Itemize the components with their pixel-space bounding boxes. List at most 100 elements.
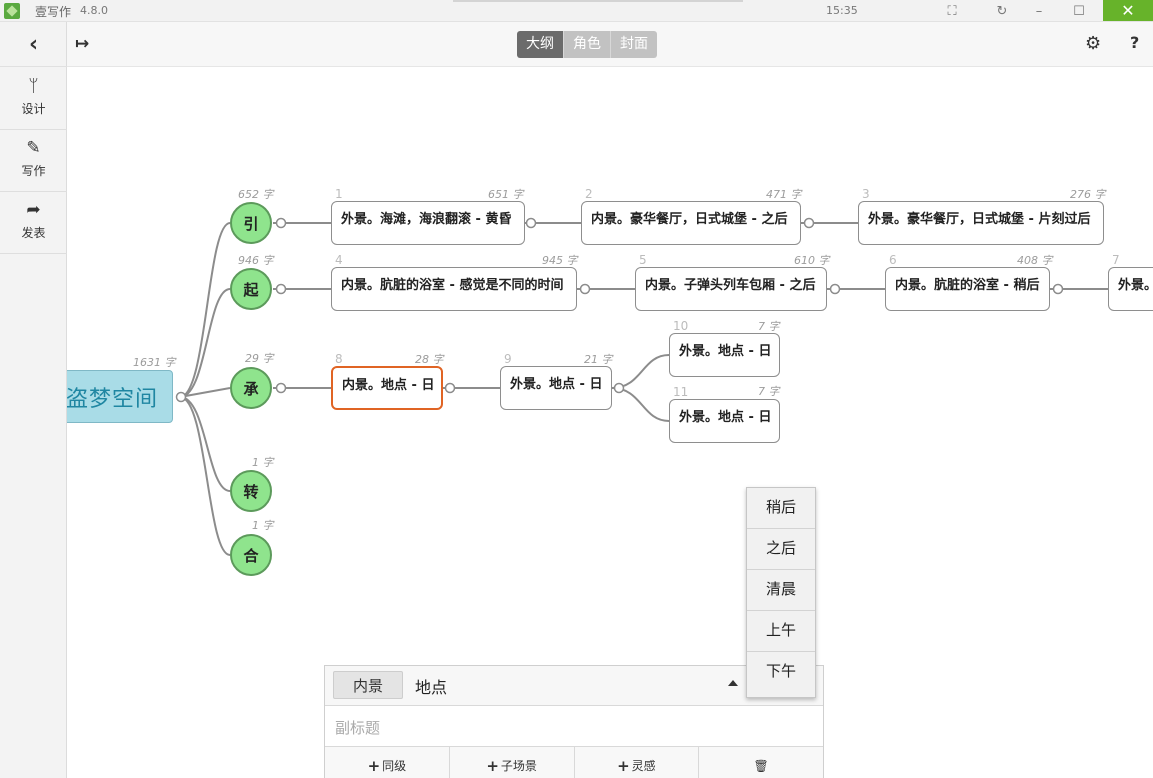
view-tabs: 大纲 角色 封面 [517, 31, 657, 58]
exit-icon[interactable]: ↦ [75, 34, 90, 54]
sidebar-item-publish[interactable]: ➦ 发表 [0, 192, 67, 254]
location-field[interactable]: 地点 [415, 678, 448, 697]
act-word-count: 1 字 [252, 519, 274, 532]
dropdown-option[interactable]: 稍后 [747, 488, 815, 529]
scene-node[interactable]: 外景。海滩，海浪翻滚 - 黄昏 [331, 201, 525, 245]
sidebar-item-label: 设计 [21, 102, 46, 116]
scene-node[interactable]: 外景。地点 - 日 [669, 333, 780, 377]
scene-index: 3 [862, 187, 870, 201]
maximize-icon[interactable]: ☐ [1073, 3, 1085, 19]
plus-icon: + [617, 756, 630, 775]
title-bar: 壹写作 4.8.0 15:35 ⛶ ↻ – ☐ ✕ [0, 0, 1153, 22]
act-node[interactable]: 起 [230, 268, 272, 310]
act-node[interactable]: 承 [230, 367, 272, 409]
pencil-icon: ✎ [26, 138, 41, 158]
sidebar-item-label: 写作 [21, 164, 46, 178]
scene-word-count: 610 字 [794, 254, 830, 267]
popup-shadow-edge [453, 0, 743, 2]
scene-index: 10 [673, 319, 689, 333]
tab-outline[interactable]: 大纲 [517, 31, 563, 58]
trash-icon: 🗑 [753, 758, 769, 773]
dropdown-option[interactable]: 下午 [765, 662, 796, 680]
scene-index: 9 [504, 352, 512, 366]
scene-node[interactable]: 内景。豪华餐厅，日式城堡 - 之后 [581, 201, 801, 245]
act-node[interactable]: 引 [230, 202, 272, 244]
root-node[interactable]: 盗梦空间 [67, 370, 173, 423]
act-word-count: 652 字 [238, 188, 274, 201]
scene-type-toggle[interactable]: 内景 [333, 671, 403, 699]
tab-cover[interactable]: 封面 [610, 31, 657, 58]
left-sidebar: ‹ ᛘ 设计 ✎ 写作 ➦ 发表 [0, 22, 67, 778]
act-word-count: 946 字 [238, 254, 274, 267]
scene-word-count: 276 字 [1070, 188, 1106, 201]
sidebar-item-design[interactable]: ᛘ 设计 [0, 68, 67, 130]
app-version: 4.8.0 [80, 4, 108, 17]
scene-node[interactable]: 内景。肮脏的浴室 - 稍后 [885, 267, 1050, 311]
scene-index: 11 [673, 385, 689, 399]
connector-lines [175, 217, 1108, 556]
scene-index: 8 [335, 352, 343, 366]
scene-word-count: 651 字 [488, 188, 524, 201]
add-child-scene-button[interactable]: +子场景 [450, 747, 575, 778]
app-logo-icon [4, 3, 20, 19]
scene-index: 4 [335, 253, 343, 267]
dropdown-option[interactable]: 上午 [747, 611, 815, 652]
dropdown-option[interactable]: 之后 [747, 529, 815, 570]
dropdown-option[interactable]: 清晨 [747, 570, 815, 611]
add-inspiration-label: 灵感 [631, 759, 656, 773]
scene-word-count: 7 字 [758, 320, 780, 333]
root-word-count: 1631 字 [133, 356, 176, 369]
scene-node[interactable]: 外景。地点 - 日 [500, 366, 612, 410]
scene-node[interactable]: 外景。地点 - 日 [669, 399, 780, 443]
scene-node[interactable]: 外景。 [1108, 267, 1153, 311]
help-button[interactable]: ? [1130, 33, 1140, 52]
share-icon: ➦ [26, 200, 41, 220]
refresh-icon[interactable]: ↻ [996, 3, 1008, 19]
scene-node[interactable]: 内景。子弹头列车包厢 - 之后 [635, 267, 827, 311]
add-sibling-button[interactable]: +同级 [325, 747, 450, 778]
sidebar-item-label: 发表 [21, 226, 46, 240]
app-name: 壹写作 [35, 5, 72, 19]
chevron-left-icon[interactable]: ‹ [0, 22, 67, 67]
scene-editor-panel: 内景 地点 副标题 +同级 +子场景 +灵感 🗑 [324, 665, 824, 778]
scene-word-count: 471 字 [766, 188, 802, 201]
scene-index: 5 [639, 253, 647, 267]
root-title: 盗梦空间 [67, 386, 159, 412]
act-word-count: 1 字 [252, 456, 274, 469]
act-node[interactable]: 转 [230, 470, 272, 512]
fullscreen-icon[interactable]: ⛶ [947, 3, 957, 19]
plus-icon: + [486, 756, 499, 775]
close-icon[interactable]: ✕ [1103, 0, 1153, 21]
scene-index: 6 [889, 253, 897, 267]
scene-index: 1 [335, 187, 343, 201]
delete-button[interactable]: 🗑 [699, 747, 823, 778]
scene-word-count: 408 字 [1017, 254, 1053, 267]
plus-icon: + [367, 756, 381, 775]
scene-word-count: 28 字 [415, 353, 444, 366]
minimize-icon[interactable]: – [1035, 3, 1043, 19]
clock: 15:35 [826, 4, 858, 17]
tab-characters[interactable]: 角色 [563, 31, 610, 58]
scene-node[interactable]: 外景。豪华餐厅，日式城堡 - 片刻过后 [858, 201, 1104, 245]
scene-word-count: 7 字 [758, 385, 780, 398]
gear-icon[interactable]: ⚙ [1085, 33, 1102, 54]
scene-word-count: 945 字 [542, 254, 578, 267]
scene-index: 7 [1112, 253, 1120, 267]
scene-word-count: 21 字 [584, 353, 613, 366]
act-word-count: 29 字 [245, 352, 274, 365]
scene-node-selected[interactable]: 内景。地点 - 日 [331, 366, 443, 410]
scene-index: 2 [585, 187, 593, 201]
header-bar: ↦ 大纲 角色 封面 ⚙ ? [67, 22, 1153, 67]
subtitle-field[interactable]: 副标题 [335, 719, 381, 737]
outline-canvas: 盗梦空间 1631 字 引 652 字 起 946 字 承 29 字 转 1 字… [67, 67, 1153, 778]
sidebar-item-write[interactable]: ✎ 写作 [0, 130, 67, 192]
add-inspiration-button[interactable]: +灵感 [575, 747, 700, 778]
add-child-scene-label: 子场景 [500, 759, 537, 773]
scene-node[interactable]: 内景。肮脏的浴室 - 感觉是不同的时间 [331, 267, 577, 311]
time-of-day-dropdown: 稍后 之后 清晨 上午 下午 [746, 487, 816, 698]
add-sibling-label: 同级 [382, 759, 407, 773]
caret-up-icon[interactable] [728, 680, 738, 686]
act-node[interactable]: 合 [230, 534, 272, 576]
branch-icon: ᛘ [28, 76, 39, 96]
